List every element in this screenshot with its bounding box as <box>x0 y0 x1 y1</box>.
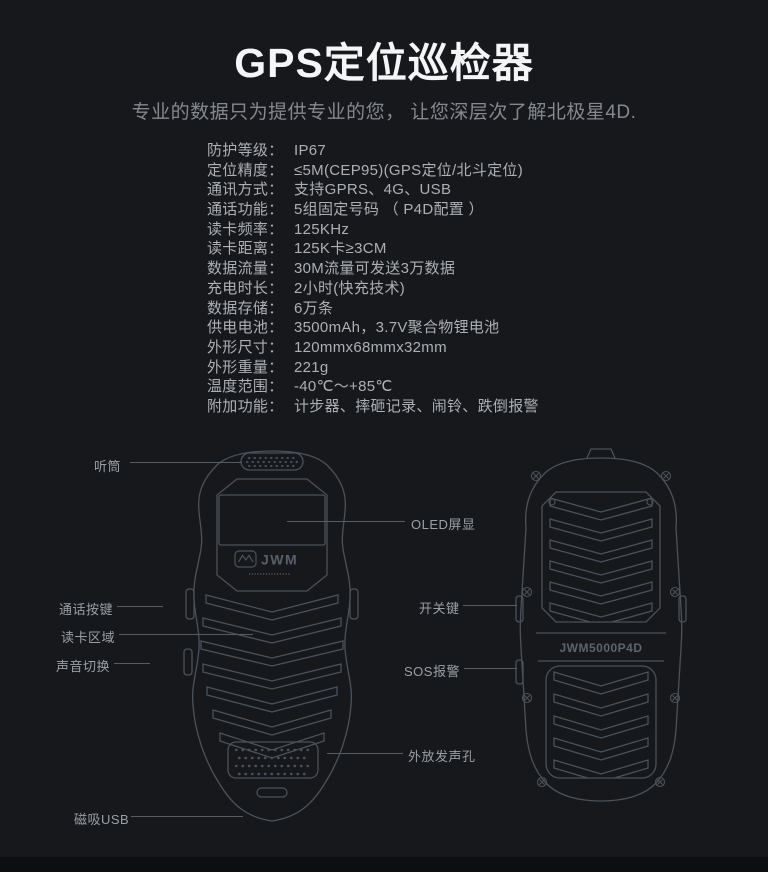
callout-card-read-area-label: 读卡区域 <box>61 630 116 645</box>
sound-toggle-button <box>183 648 193 676</box>
spec-value: -40℃～+85℃ <box>294 378 393 396</box>
speaker-hole-grid <box>227 741 319 779</box>
spec-value: IP67 <box>294 142 327 159</box>
device-back-drawing: JWM5000P4D <box>515 448 687 802</box>
spec-label: 通话功能： <box>207 201 284 219</box>
side-button-right <box>349 588 359 620</box>
spec-value: ≤5M(CEP95)(GPS定位/北斗定位) <box>294 161 524 179</box>
callout-speaker-holes-label: 外放发声孔 <box>408 749 476 764</box>
lanyard-tab <box>586 448 616 459</box>
spec-row: 外形重量： 221g <box>207 358 539 378</box>
spec-row: 读卡距离： 125K卡≥3CM <box>207 239 539 259</box>
callout-sound-toggle-line <box>114 663 150 664</box>
spec-row: 通话功能： 5组固定号码 （ P4D配置 ） <box>207 200 539 220</box>
spec-label: 外形重量： <box>207 358 284 376</box>
spec-value: 30M流量可发送3万数据 <box>294 260 456 278</box>
logo-wave-icon <box>237 554 254 563</box>
spec-row: 通讯方式： 支持GPRS、4G、USB <box>207 180 539 200</box>
spec-value: 3500mAh，3.7V聚合物锂电池 <box>294 319 500 337</box>
sos-key-bump <box>515 659 524 685</box>
spec-row: 供电电池： 3500mAh，3.7V聚合物锂电池 <box>207 318 539 338</box>
callout-sound-toggle-label: 声音切换 <box>56 659 111 674</box>
spec-label: 供电电池： <box>207 319 284 337</box>
callout-sos-alarm-line <box>464 668 517 669</box>
back-upper-panel <box>541 491 661 623</box>
side-bump-right <box>678 595 687 623</box>
spec-value: 125KHz <box>294 220 350 238</box>
chevron-grip-ribs <box>200 594 344 759</box>
spec-row: 附加功能： 计步器、摔砸记录、闹铃、跌倒报警 <box>207 397 539 417</box>
spec-label: 防护等级： <box>207 142 284 159</box>
callout-sos-alarm-label: SOS报警 <box>404 664 460 679</box>
callout-card-read-area-line <box>119 634 253 635</box>
spec-row: 数据存储： 6万条 <box>207 299 539 319</box>
spec-value: 125K卡≥3CM <box>294 240 387 258</box>
callout-magnetic-usb-label: 磁吸USB <box>74 812 130 827</box>
spec-label: 外形尺寸： <box>207 338 284 356</box>
device-front-drawing: JWM <box>183 450 359 822</box>
spec-label: 数据流量： <box>207 260 284 278</box>
front-body-outline <box>191 450 353 822</box>
earpiece-speaker <box>240 452 304 471</box>
spec-value: 120mmx68mmx32mm <box>294 338 447 356</box>
page-subtitle: 专业的数据只为提供专业的您， 让您深层次了解北极星4D. <box>131 102 637 123</box>
spec-value: 5组固定号码 （ P4D配置 ） <box>294 201 484 219</box>
front-face-panel <box>216 478 328 592</box>
callout-earpiece-line <box>130 462 242 463</box>
back-body-outline <box>519 457 683 802</box>
spec-row: 数据流量： 30M流量可发送3万数据 <box>207 259 539 279</box>
magnetic-usb-port <box>256 787 288 798</box>
spec-label: 附加功能： <box>207 397 284 415</box>
spec-list: 防护等级： IP67 定位精度： ≤5M(CEP95)(GPS定位/北斗定位) 通讯… <box>207 141 539 417</box>
callout-magnetic-usb-line <box>131 816 243 817</box>
footer-strip <box>0 857 768 872</box>
spec-value: 计步器、摔砸记录、闹铃、跌倒报警 <box>294 397 539 415</box>
callout-power-key-line <box>463 605 517 606</box>
brand-logo <box>234 550 291 575</box>
spec-row: 外形尺寸： 120mmx68mmx32mm <box>207 338 539 358</box>
brand-logo-text: JWM <box>261 552 298 568</box>
earpiece-dots <box>246 457 298 467</box>
screws <box>521 470 681 788</box>
callout-oled-screen-line <box>287 521 405 522</box>
back-lower-chevrons <box>553 671 649 778</box>
spec-row: 读卡频率： 125KHz <box>207 220 539 240</box>
oled-screen <box>218 494 326 546</box>
spec-label: 定位精度： <box>207 161 284 179</box>
spec-label: 通讯方式： <box>207 181 284 199</box>
callout-talk-button-label: 通话按键 <box>59 602 114 617</box>
spec-row: 温度范围： -40℃～+85℃ <box>207 377 539 397</box>
spec-value: 221g <box>294 358 329 376</box>
callout-power-key-label: 开关键 <box>419 601 460 616</box>
talk-button <box>185 588 195 620</box>
back-lower-panel <box>545 665 657 779</box>
power-key-bump <box>515 595 524 623</box>
spec-label: 充电时长： <box>207 279 284 297</box>
callout-speaker-holes-line <box>327 753 403 754</box>
spec-row: 充电时长： 2小时(快充技术) <box>207 279 539 299</box>
speaker-hole-dots <box>234 748 312 776</box>
spec-value: 支持GPRS、4G、USB <box>294 181 452 199</box>
spec-row: 防护等级： IP67 <box>207 141 539 161</box>
spec-value: 6万条 <box>294 299 334 317</box>
back-upper-chevrons <box>549 497 653 622</box>
callout-earpiece-label: 听筒 <box>94 459 122 474</box>
spec-label: 读卡距离： <box>207 240 284 258</box>
spec-label: 温度范围： <box>207 378 284 396</box>
page-title: GPS定位巡检器 <box>234 40 534 86</box>
model-number-text: JWM5000P4D <box>559 641 642 655</box>
callout-talk-button-line <box>117 606 163 607</box>
spec-label: 读卡频率： <box>207 220 284 238</box>
spec-row: 定位精度： ≤5M(CEP95)(GPS定位/北斗定位) <box>207 161 539 181</box>
callout-oled-screen-label: OLED屏显 <box>411 517 476 532</box>
spec-value: 2小时(快充技术) <box>294 279 406 297</box>
spec-label: 数据存储： <box>207 299 284 317</box>
